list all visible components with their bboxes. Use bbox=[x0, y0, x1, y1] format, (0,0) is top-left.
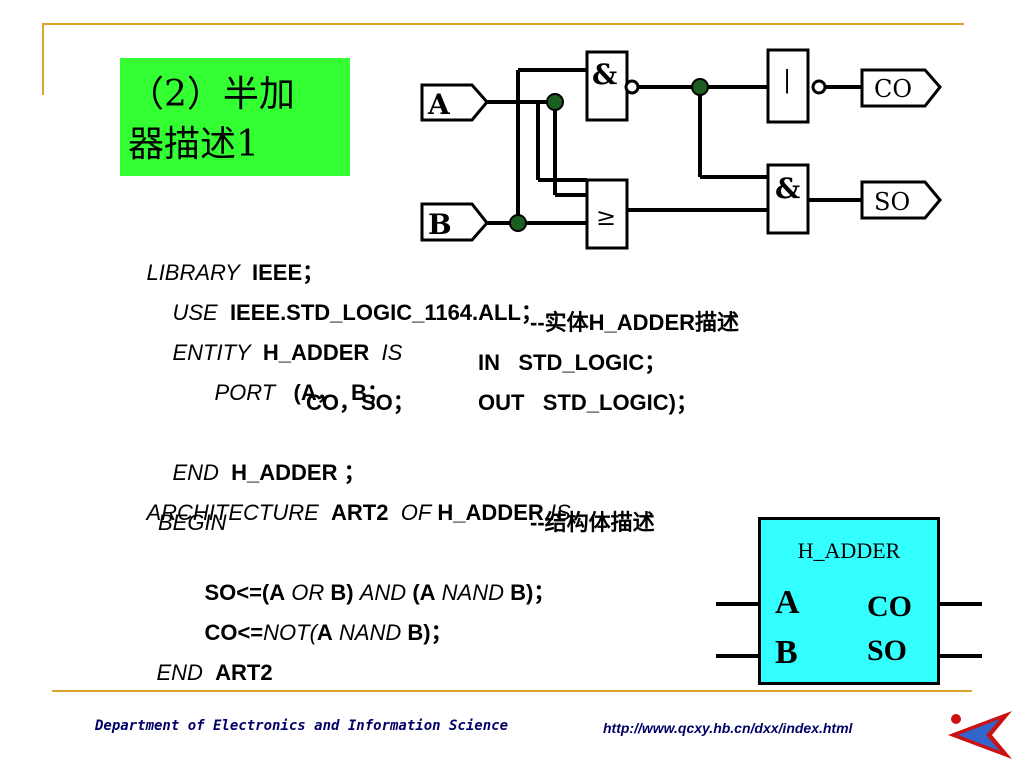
title-line-2: 器描述1 bbox=[128, 124, 259, 165]
entity-pin-co: CO bbox=[867, 590, 912, 623]
frame-bottom-rule bbox=[52, 690, 972, 692]
code-line-co-assign: CO<=NOT(A NAND B)； bbox=[204, 620, 453, 645]
code-line-entity: ENTITY H_ADDER IS bbox=[172, 340, 403, 365]
input-b-label: B bbox=[428, 208, 452, 241]
output-so-label: SO bbox=[874, 188, 910, 216]
footer-url-link[interactable]: http://www.qcxy.hb.cn/dxx/index.html bbox=[603, 720, 853, 736]
code-line-so-assign: SO<=(A OR B) AND (A NAND B)； bbox=[204, 580, 556, 605]
junction-dot bbox=[546, 93, 564, 111]
code-line-begin: BEGIN bbox=[158, 510, 227, 535]
slide-title: （2）半加 器描述1 bbox=[120, 58, 350, 176]
entity-name: H_ADDER bbox=[797, 538, 901, 563]
or-gate-symbol: ≥ bbox=[596, 203, 616, 231]
not-gate-symbol: | bbox=[783, 66, 791, 95]
code-port-outputs: CO，SO； bbox=[306, 390, 415, 415]
frame-top-rule bbox=[44, 23, 964, 25]
code-port-in: IN STD_LOGIC； bbox=[478, 350, 667, 375]
department-logo-icon bbox=[948, 711, 1012, 759]
output-co-label: CO bbox=[874, 75, 912, 103]
code-line-end-entity: END H_ADDER ； bbox=[172, 460, 366, 485]
h-adder-entity-block: H_ADDER A B CO SO bbox=[758, 517, 940, 685]
code-line-end-arch: END ART2 bbox=[156, 660, 273, 685]
frame-left-rule bbox=[42, 23, 44, 95]
code-line-architecture: ARCHITECTURE ART2 OF H_ADDER IS bbox=[146, 500, 571, 525]
code-line-port: PORT (A， B； bbox=[214, 380, 389, 405]
junction-dot bbox=[509, 214, 527, 232]
entity-pin-b: B bbox=[775, 634, 798, 671]
footer-department: Department of Electronics and Informatio… bbox=[95, 718, 509, 734]
code-comment-entity: --实体H_ADDER描述 bbox=[530, 310, 740, 335]
pin-so-line bbox=[938, 654, 982, 658]
code-port-out: OUT STD_LOGIC)； bbox=[478, 390, 699, 415]
pin-co-line bbox=[938, 602, 982, 606]
half-adder-circuit-diagram: A B & & ≥ | CO SO bbox=[420, 48, 942, 250]
entity-pin-so: SO bbox=[867, 634, 908, 667]
and-gate-output-symbol: & bbox=[775, 172, 800, 205]
code-line-library: LIBRARY IEEE； bbox=[146, 260, 325, 285]
and-gate-symbol: & bbox=[592, 58, 617, 91]
pin-a-line bbox=[716, 602, 760, 606]
title-line-1: （2）半加 bbox=[128, 74, 295, 115]
junction-dot bbox=[691, 78, 709, 96]
code-line-use: USE IEEE.STD_LOGIC_1164.ALL； bbox=[172, 300, 543, 325]
input-a-label: A bbox=[427, 88, 451, 121]
pin-b-line bbox=[716, 654, 760, 658]
entity-pin-a: A bbox=[775, 584, 800, 621]
code-comment-architecture: --结构体描述 bbox=[530, 510, 655, 535]
